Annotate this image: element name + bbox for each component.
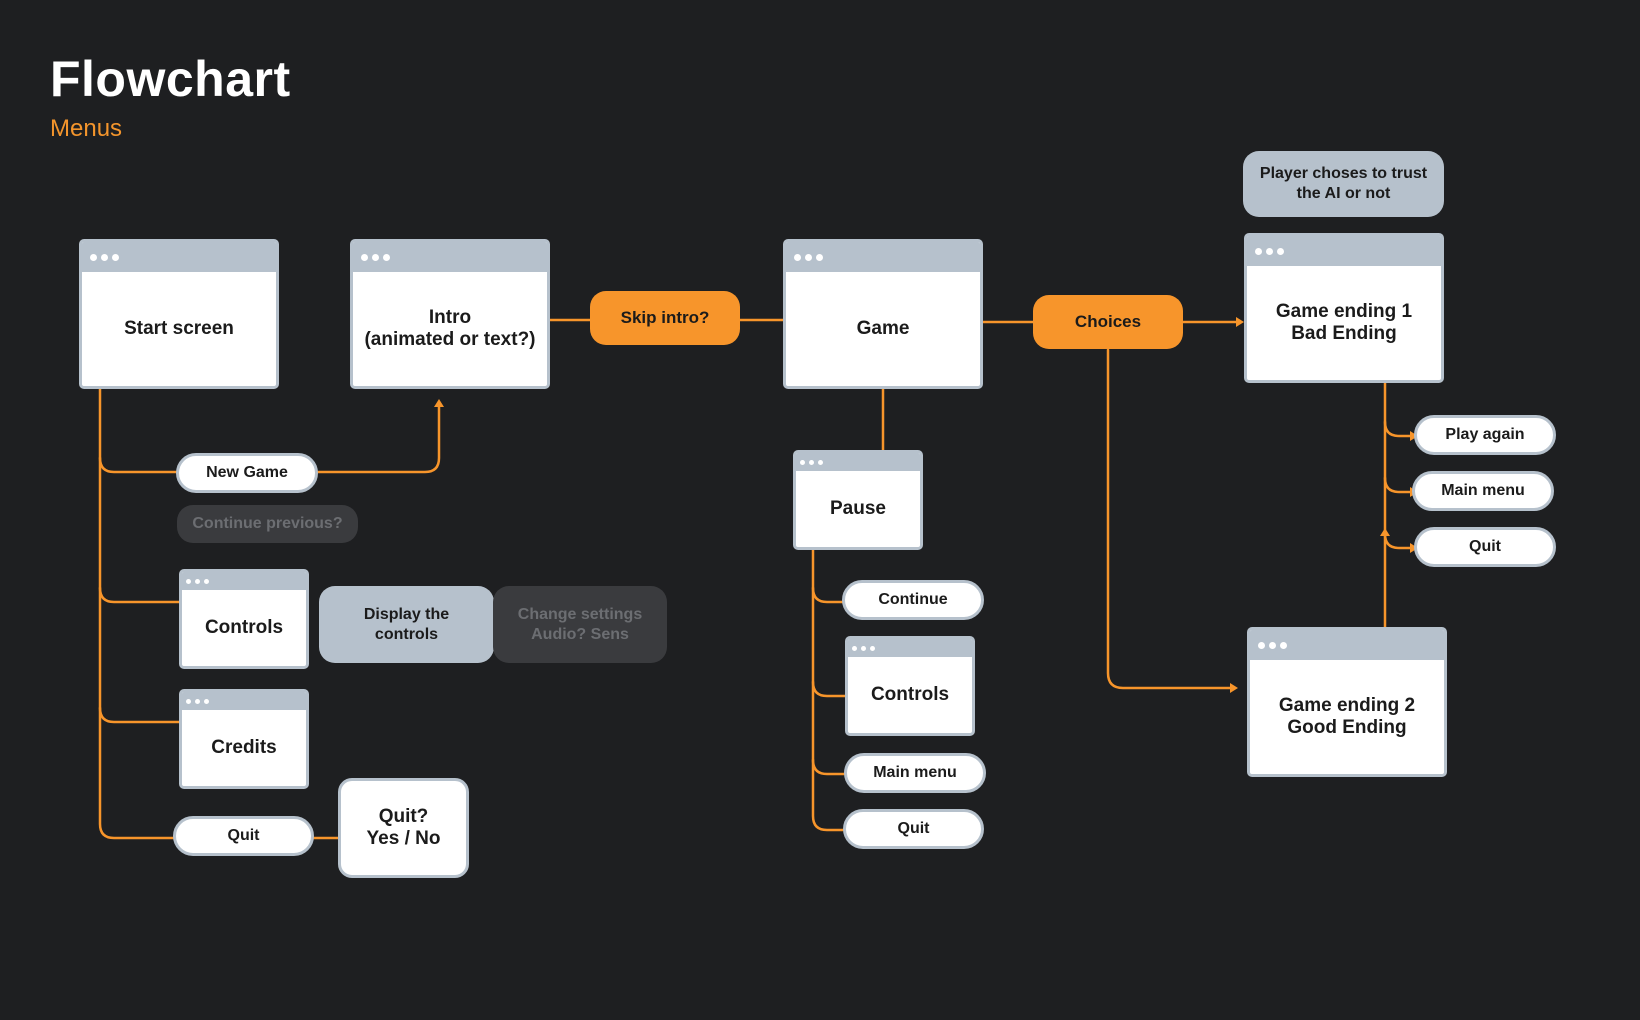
continue-button[interactable]: Continue	[842, 580, 984, 620]
ending2-window: Game ending 2 Good Ending	[1247, 627, 1447, 777]
game-window: Game	[783, 239, 983, 389]
ending2-label: Game ending 2 Good Ending	[1278, 695, 1416, 738]
connector-pause-controls	[811, 680, 856, 698]
connector-choices-ending2	[1106, 348, 1232, 690]
page-title: Flowchart	[50, 51, 291, 107]
continue-previous-option: Continue previous?	[177, 505, 358, 543]
trust-ai-note: Player choses to trust the AI or not	[1243, 151, 1444, 217]
window-titlebar	[182, 692, 306, 710]
game-label: Game	[856, 318, 910, 339]
page-subtitle: Menus	[50, 115, 123, 142]
connector-start-newgame	[98, 456, 182, 474]
ending1-window: Game ending 1 Bad Ending	[1244, 233, 1444, 383]
ending-quit-button[interactable]: Quit	[1414, 527, 1556, 567]
connector-pause-mainmenu	[811, 758, 856, 776]
window-titlebar	[796, 453, 920, 471]
controls-window: Controls	[179, 569, 309, 669]
connector-pause-trunk	[811, 528, 856, 832]
start-screen-label: Start screen	[124, 318, 234, 339]
display-controls-note: Display the controls	[319, 586, 494, 663]
intro-window: Intro (animated or text?)	[350, 239, 550, 389]
connector-start-trunk	[98, 331, 176, 840]
quit-button[interactable]: Quit	[173, 816, 314, 856]
window-titlebar	[82, 242, 276, 272]
credits-window: Credits	[179, 689, 309, 789]
new-game-button[interactable]: New Game	[176, 453, 318, 493]
pause-label: Pause	[830, 498, 886, 519]
pause-window: Pause	[793, 450, 923, 550]
ending1-label: Game ending 1 Bad Ending	[1275, 301, 1413, 344]
credits-label: Credits	[211, 737, 277, 758]
connector-ending1-playagain	[1383, 420, 1412, 438]
connector-ending1-mainmenu	[1383, 476, 1412, 494]
window-titlebar	[1247, 236, 1441, 266]
connector-pause-continue	[811, 586, 856, 604]
window-titlebar	[182, 572, 306, 590]
start-screen-window: Start screen	[79, 239, 279, 389]
window-titlebar	[353, 242, 547, 272]
pause-controls-window: Controls	[845, 636, 975, 736]
connector-start-credits	[98, 706, 182, 724]
pause-quit-button[interactable]: Quit	[843, 809, 984, 849]
pause-main-menu-button[interactable]: Main menu	[844, 753, 986, 793]
change-settings-note: Change settings Audio? Sens	[493, 586, 667, 663]
controls-label: Controls	[204, 617, 284, 638]
window-titlebar	[786, 242, 980, 272]
quit-confirm-dialog: Quit? Yes / No	[338, 778, 469, 878]
skip-intro-decision: Skip intro?	[590, 291, 740, 345]
choices-decision: Choices	[1033, 295, 1183, 349]
connector-ending1-trunk	[1383, 363, 1412, 550]
play-again-button[interactable]: Play again	[1414, 415, 1556, 455]
ending-main-menu-button[interactable]: Main menu	[1412, 471, 1554, 511]
intro-label: Intro (animated or text?)	[364, 307, 536, 350]
pause-controls-label: Controls	[870, 684, 950, 705]
window-titlebar	[1250, 630, 1444, 660]
connector-newgame-intro	[298, 401, 441, 474]
window-titlebar	[848, 639, 972, 657]
connector-start-controls	[98, 586, 182, 604]
